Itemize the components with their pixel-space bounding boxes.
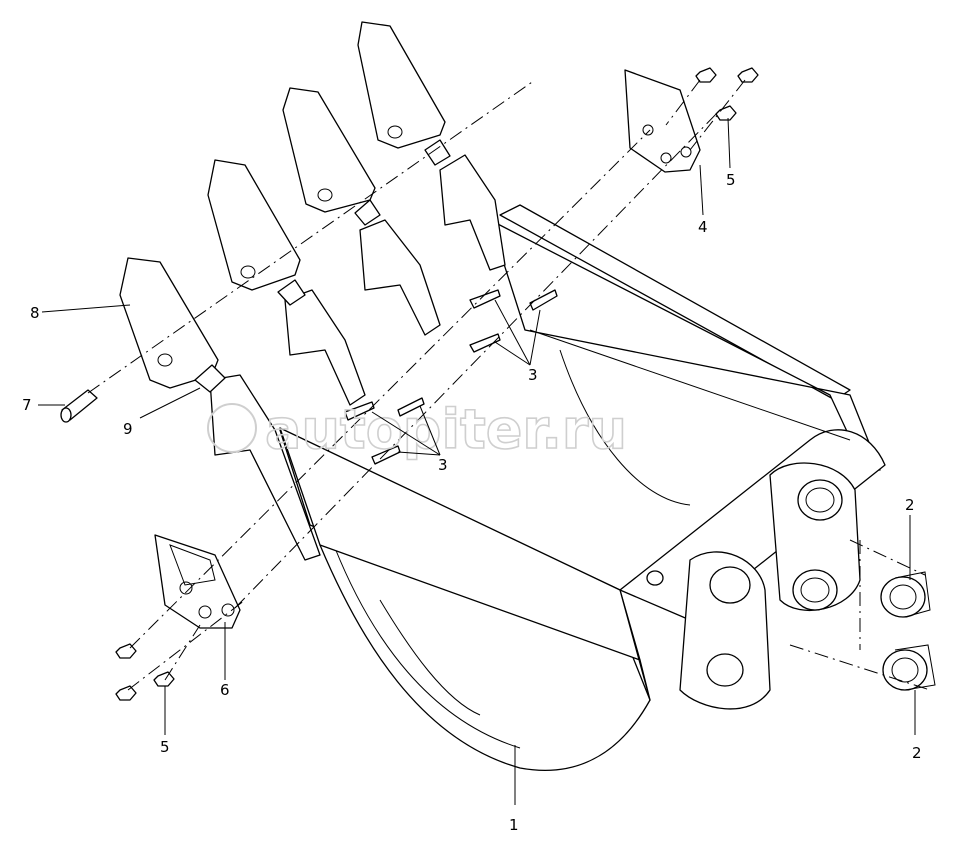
bucket-teeth: [119, 21, 446, 389]
callout-3-upper: 3: [528, 366, 538, 384]
watermark-text: autopiter.ru: [265, 398, 627, 461]
callout-7: 7: [22, 396, 32, 414]
callout-2-lower: 2: [912, 744, 922, 762]
callout-1: 1: [509, 816, 519, 834]
callout-8: 8: [30, 304, 40, 322]
callout-4: 4: [698, 218, 708, 236]
callout-5-lower: 5: [160, 738, 170, 756]
nuts: [115, 67, 759, 701]
assembly-lines: [87, 79, 931, 691]
side-cutter-right: [624, 69, 701, 173]
callout-3-lower: 3: [438, 456, 448, 474]
bolts: [344, 289, 558, 465]
callout-5-upper: 5: [726, 171, 736, 189]
callout-9: 9: [123, 420, 133, 438]
callout-6: 6: [220, 681, 230, 699]
bucket-body: [279, 204, 886, 772]
callout-labels: 1 2 2 3 3 4 5 5 6 7 8 9: [22, 171, 922, 834]
watermark: autopiter.ru: [207, 397, 628, 462]
tooth-adapters: [209, 154, 506, 561]
side-cutter-left: [154, 534, 241, 629]
bushings: [880, 571, 936, 691]
tooth-pin: [60, 389, 98, 423]
callout-2-upper: 2: [905, 496, 915, 514]
leader-lines: [38, 117, 916, 805]
tooth-retainers: [194, 139, 451, 393]
